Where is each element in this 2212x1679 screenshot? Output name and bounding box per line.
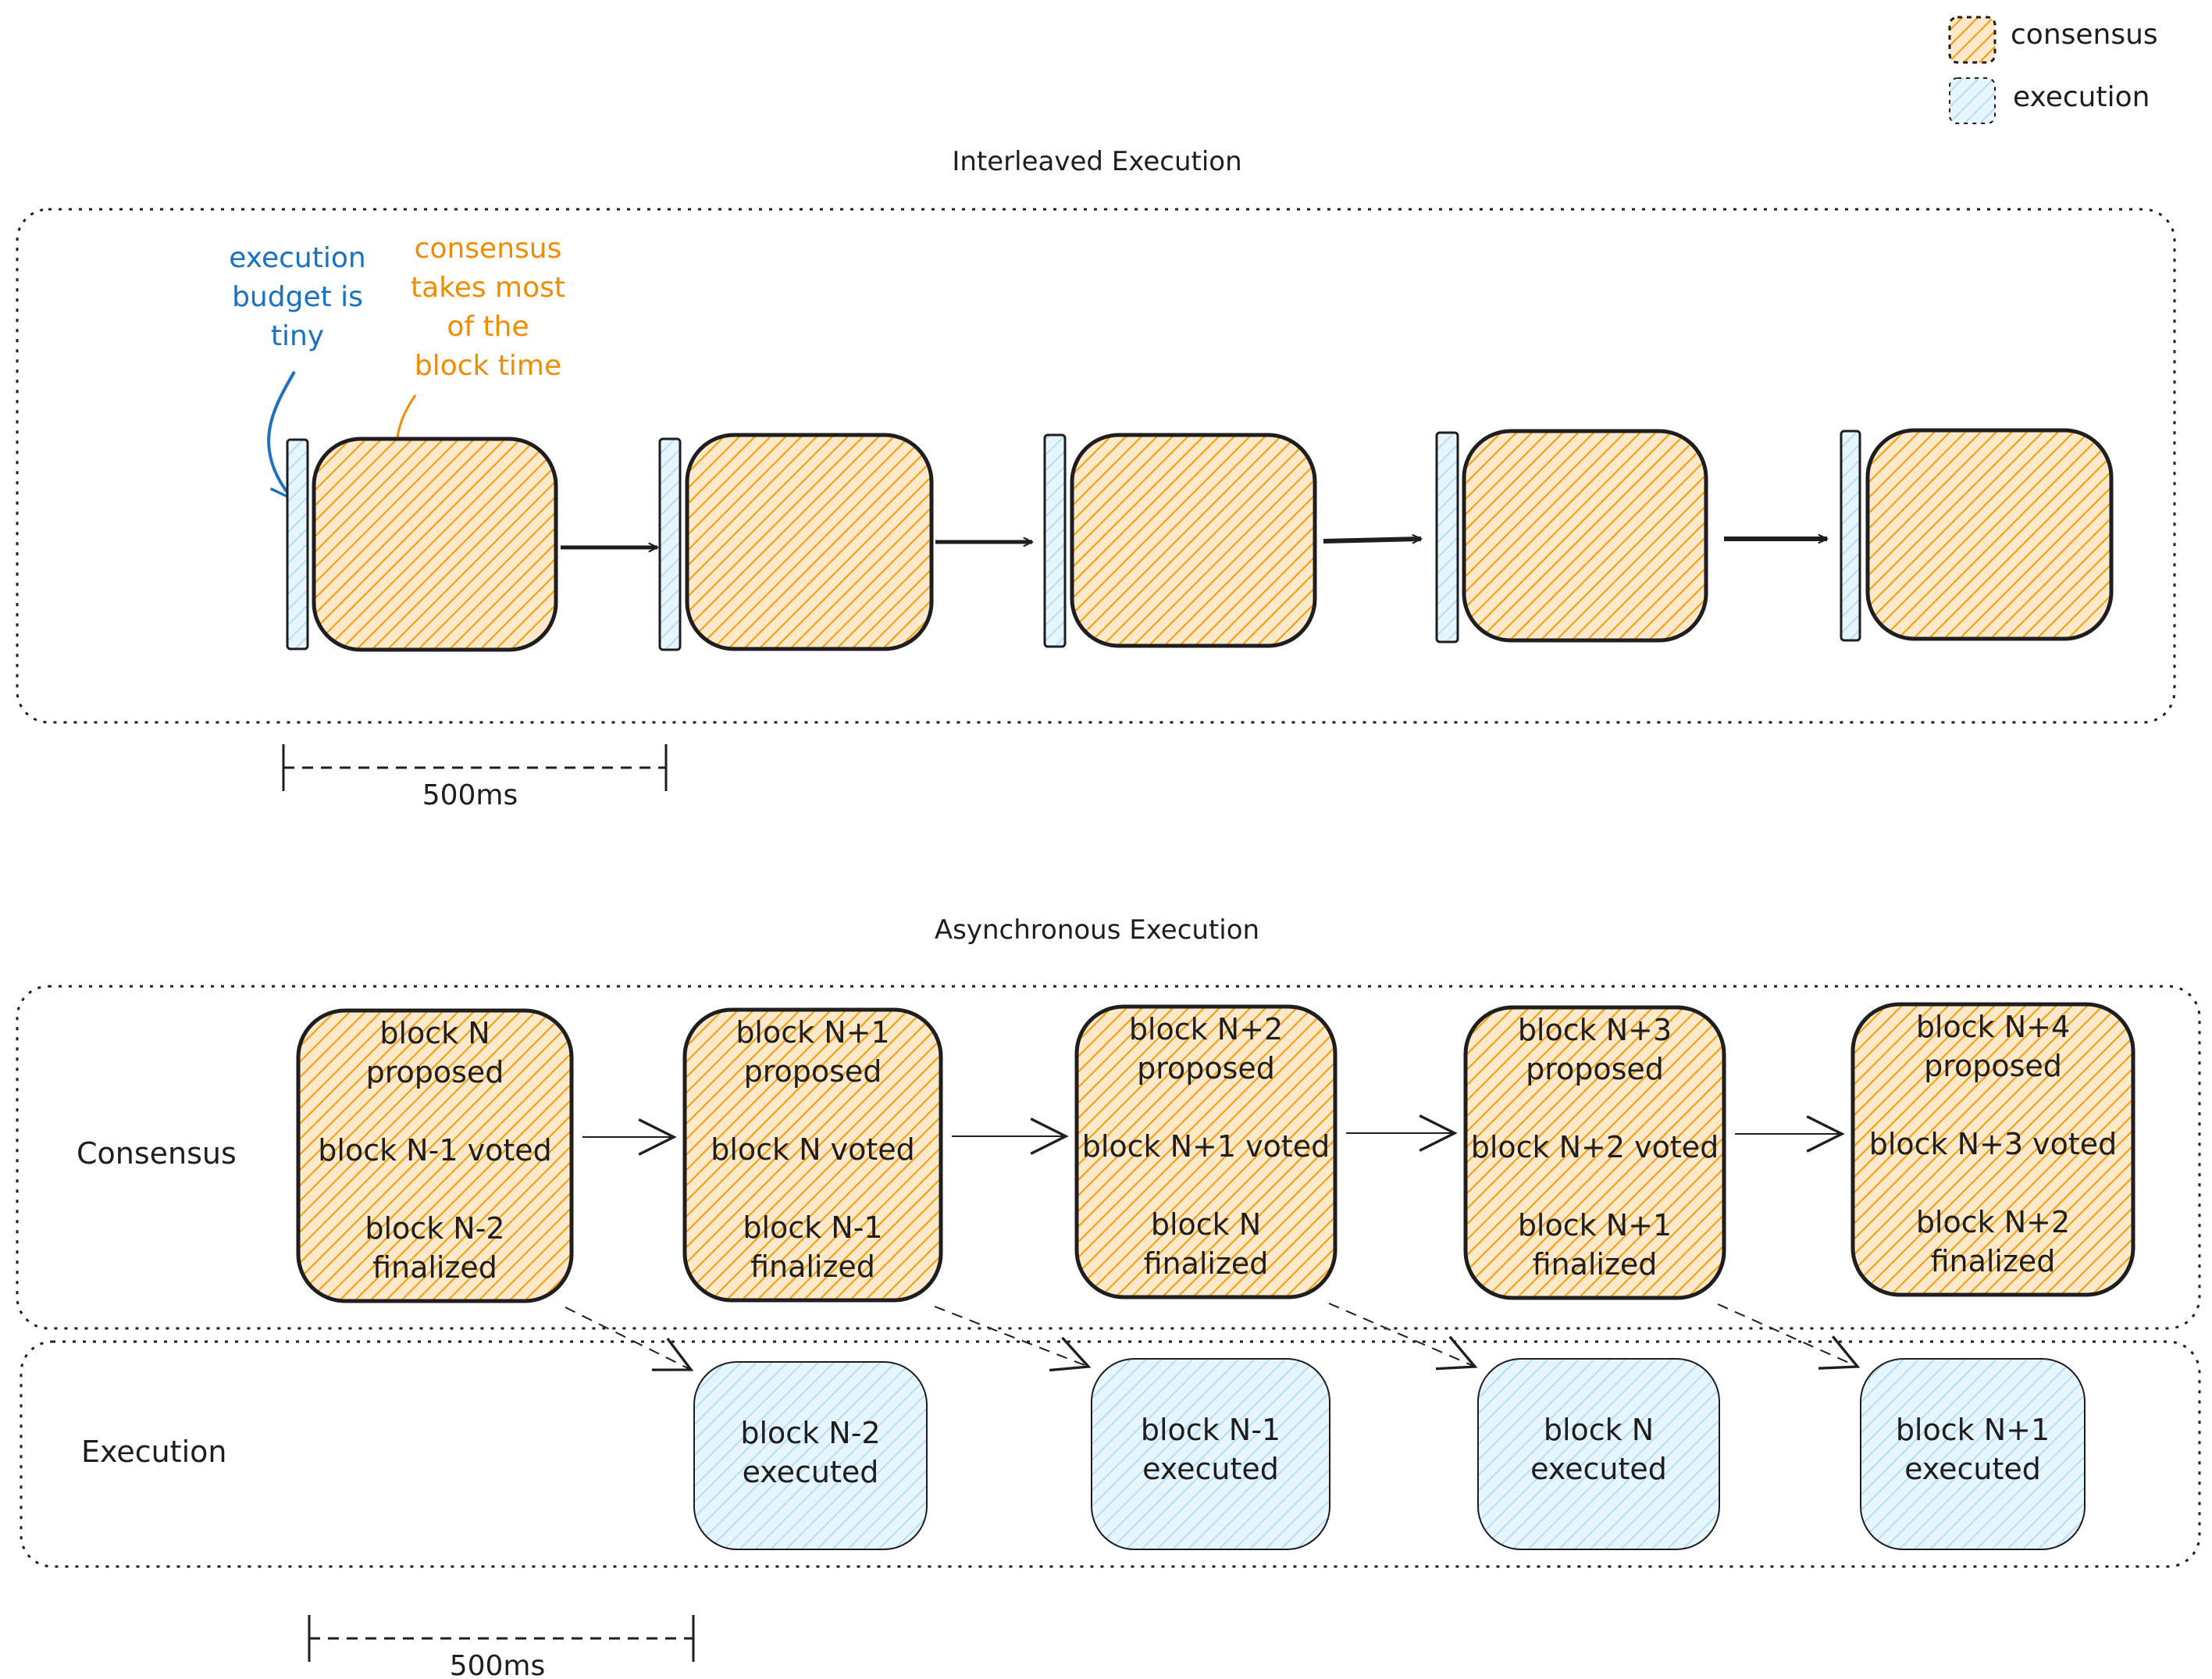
execution-block-1: block N-2 executed [693, 1361, 928, 1550]
legend: consensus execution [1948, 16, 2158, 124]
consensus-block-4: block N+3 proposed block N+2 voted block N+… [1463, 1005, 1726, 1300]
legend-consensus-swatch [1948, 16, 1996, 64]
consensus-block-text: block N [1151, 1207, 1261, 1242]
execution-block-3: block N executed [1477, 1358, 1720, 1550]
execution-block-box [1091, 1358, 1330, 1550]
execution-flow-arrow [1717, 1303, 1861, 1370]
legend-execution-label: execution [2013, 81, 2150, 113]
consensus-block-3: block N+2 proposed block N+1 voted block N f… [1074, 1004, 1338, 1299]
consensus-block [312, 437, 558, 652]
consensus-block-5: block N+4 proposed block N+3 voted block N+… [1850, 1002, 2135, 1297]
execution-lane-frame [20, 1340, 2201, 1568]
consensus-block-text: block N+1 [736, 1015, 889, 1050]
consensus-block-box [1074, 1004, 1338, 1299]
execution-slice [286, 438, 309, 651]
execution-flow-arrow [1328, 1303, 1478, 1371]
consensus-block-1: block N proposed block N-1 voted block N-2 f… [296, 1008, 574, 1303]
consensus-block-text: finalized [1533, 1247, 1658, 1282]
execution-block-text: executed [743, 1455, 879, 1489]
execution-block-text: block N-1 [1141, 1413, 1281, 1447]
consensus-block [1462, 429, 1708, 643]
consensus-blocks: block N proposed block N-1 voted block N-2 f… [296, 1002, 2135, 1303]
legend-consensus-label: consensus [2011, 19, 2158, 51]
annotation-execution-line-2: budget is [232, 281, 363, 313]
consensus-block-text: proposed [1137, 1051, 1275, 1085]
annotation-consensus-line-3: of the [447, 311, 529, 343]
execution-block-box [1860, 1358, 2086, 1550]
consensus-block-text: finalized [1144, 1246, 1269, 1281]
execution-lane-label: Execution [81, 1435, 226, 1469]
execution-block-4: block N+1 executed [1860, 1358, 2086, 1550]
consensus-block-text: block N voted [711, 1132, 915, 1167]
execution-block-text: block N-2 [740, 1416, 880, 1450]
consensus-block-text: proposed [744, 1054, 882, 1089]
async-title: Asynchronous Execution [935, 914, 1259, 946]
consensus-block-text: finalized [750, 1249, 875, 1284]
execution-block-2: block N-1 executed [1091, 1358, 1330, 1550]
async-scale-bar: 500ms [308, 1615, 695, 1679]
consensus-block [1865, 428, 2114, 641]
execution-slice [1043, 433, 1067, 648]
consensus-block-2: block N+1 proposed block N voted block N-1 f… [682, 1007, 943, 1303]
consensus-lane-label: Consensus [77, 1136, 237, 1171]
annotation-execution-line-1: execution [229, 242, 365, 274]
consensus-block-text: block N+2 voted [1471, 1130, 1719, 1164]
consensus-block-text: proposed [1924, 1049, 2062, 1083]
consensus-block-text: finalized [1931, 1244, 2056, 1278]
execution-block-box [693, 1361, 928, 1550]
consensus-block-text: block N+4 [1916, 1010, 2070, 1044]
interleaved-scale-bar: 500ms [282, 744, 668, 811]
interleaved-title: Interleaved Execution [952, 146, 1241, 177]
consensus-block-text: block N+1 [1518, 1208, 1672, 1242]
interleaved-frame [16, 208, 2176, 724]
execution-flow-arrow [565, 1306, 694, 1371]
execution-flow-arrow [934, 1306, 1092, 1372]
execution-block-text: executed [1142, 1452, 1279, 1486]
interleaved-scale-label: 500ms [422, 779, 518, 811]
consensus-block-box [1850, 1002, 2135, 1297]
interleaved-block-5 [1840, 428, 2114, 642]
execution-block-box [1477, 1358, 1720, 1550]
consensus-block-box [1463, 1005, 1726, 1300]
consensus-block-box [296, 1008, 574, 1303]
execution-block-text: executed [1904, 1452, 2041, 1486]
consensus-block-text: block N+3 [1518, 1013, 1672, 1047]
execution-slice [1840, 430, 1861, 642]
consensus-block [685, 433, 934, 651]
annotation-consensus-line-2: takes most [411, 272, 565, 304]
execution-slice [658, 437, 682, 651]
execution-block-text: block N [1544, 1413, 1654, 1447]
consensus-block-text: block N+2 [1129, 1012, 1283, 1046]
interleaved-block-4 [1435, 429, 1708, 643]
consensus-block-text: block N-1 voted [318, 1133, 551, 1167]
consensus-block-text: block N [379, 1016, 490, 1050]
annotation-consensus-line-1: consensus [415, 233, 562, 265]
interleaved-block-1 [286, 437, 558, 652]
execution-block-text: executed [1530, 1452, 1667, 1486]
legend-execution-swatch [1949, 77, 1996, 124]
consensus-block-text: block N+3 voted [1869, 1127, 2118, 1161]
interleaved-block-2 [658, 433, 934, 651]
consensus-block-text: block N+2 [1916, 1205, 2070, 1239]
async-scale-label: 500ms [450, 1650, 546, 1679]
consensus-block-text: finalized [372, 1250, 497, 1285]
consensus-block [1070, 433, 1317, 648]
consensus-block-text: block N-2 [365, 1211, 504, 1246]
annotation-consensus-line-4: block time [415, 350, 561, 382]
consensus-block-box [682, 1007, 943, 1303]
annotation-execution-line-3: tiny [271, 320, 324, 352]
consensus-block-text: proposed [366, 1055, 504, 1089]
execution-slice [1435, 431, 1459, 643]
execution-block-text: block N+1 [1896, 1413, 2050, 1447]
interleaved-block-3 [1043, 433, 1317, 648]
flow-arrows [565, 1114, 1861, 1372]
consensus-block-text: proposed [1526, 1052, 1664, 1086]
consensus-block-text: block N+1 voted [1082, 1129, 1330, 1164]
annotation-execution-arrow [267, 371, 296, 497]
interleaved-arrow-3 [1323, 539, 1421, 541]
consensus-block-text: block N-1 [743, 1210, 882, 1245]
